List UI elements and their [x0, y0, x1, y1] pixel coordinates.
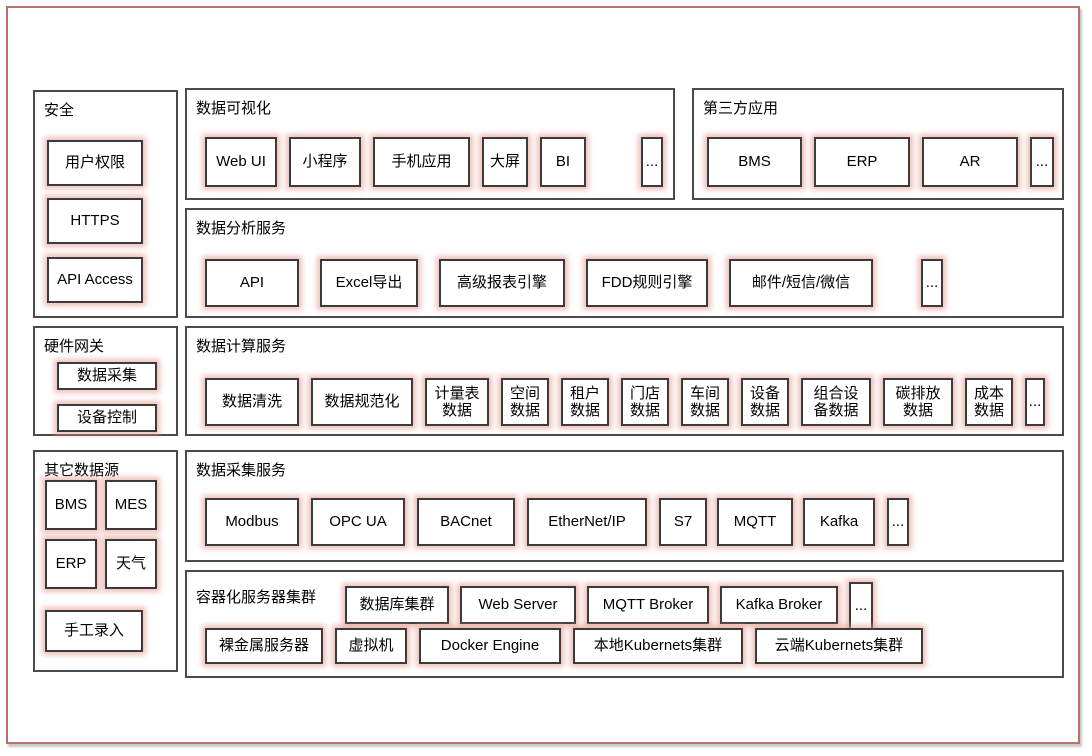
box-cost-data: 成本数据 — [965, 378, 1013, 426]
box-store-data: 门店数据 — [621, 378, 669, 426]
box-collection-ellipsis: ... — [887, 498, 909, 546]
box-docker-engine: Docker Engine — [419, 628, 561, 664]
section-other-sources-title: 其它数据源 — [44, 462, 120, 479]
section-analysis-title: 数据分析服务 — [196, 220, 287, 237]
box-third-party-ellipsis: ... — [1030, 137, 1054, 187]
box-space-data: 空间数据 — [501, 378, 549, 426]
box-big-screen: 大屏 — [482, 137, 528, 187]
box-mobile-app: 手机应用 — [373, 137, 470, 187]
box-report-engine: 高级报表引擎 — [439, 259, 565, 307]
box-modbus: Modbus — [205, 498, 299, 546]
box-fdd-rule-engine: FDD规则引擎 — [586, 259, 708, 307]
box-bacnet: BACnet — [417, 498, 515, 546]
box-data-normalization: 数据规范化 — [311, 378, 413, 426]
box-mqtt-broker: MQTT Broker — [587, 586, 709, 624]
section-third-party: 第三方应用 BMS ERP AR ... — [692, 88, 1064, 200]
section-cluster-title: 容器化服务器集群 — [196, 589, 317, 606]
box-data-cleaning: 数据清洗 — [205, 378, 299, 426]
box-ar: AR — [922, 137, 1018, 187]
section-computing: 数据计算服务 数据清洗 数据规范化 计量表数据 空间数据 租户数据 门店数据 车… — [185, 326, 1064, 436]
box-visualization-ellipsis: ... — [641, 137, 663, 187]
section-security-title: 安全 — [44, 102, 75, 119]
section-visualization-title: 数据可视化 — [196, 100, 272, 117]
box-device-control: 设备控制 — [57, 404, 157, 432]
box-excel-export: Excel导出 — [320, 259, 418, 307]
section-gateway: 硬件网关 数据采集 设备控制 — [33, 326, 178, 436]
box-weather-source: 天气 — [105, 539, 157, 589]
section-analysis: 数据分析服务 API Excel导出 高级报表引擎 FDD规则引擎 邮件/短信/… — [185, 208, 1064, 318]
box-composite-device-data: 组合设备数据 — [801, 378, 871, 426]
section-collection-title: 数据采集服务 — [196, 462, 287, 479]
box-web-ui: Web UI — [205, 137, 277, 187]
box-cluster-ellipsis: ... — [849, 582, 873, 630]
box-bms-app: BMS — [707, 137, 802, 187]
box-kafka-broker: Kafka Broker — [720, 586, 838, 624]
box-ethernet-ip: EtherNet/IP — [527, 498, 647, 546]
box-manual-entry: 手工录入 — [45, 610, 143, 652]
box-mail-sms-wechat: 邮件/短信/微信 — [729, 259, 873, 307]
box-api: API — [205, 259, 299, 307]
box-carbon-data: 碳排放数据 — [883, 378, 953, 426]
section-computing-title: 数据计算服务 — [196, 338, 287, 355]
box-erp-app: ERP — [814, 137, 910, 187]
box-data-acquisition: 数据采集 — [57, 362, 157, 390]
box-mqtt: MQTT — [717, 498, 793, 546]
box-https: HTTPS — [47, 198, 143, 244]
box-mini-program: 小程序 — [289, 137, 361, 187]
section-collection: 数据采集服务 Modbus OPC UA BACnet EtherNet/IP … — [185, 450, 1064, 562]
box-mes-source: MES — [105, 480, 157, 530]
box-kafka: Kafka — [803, 498, 875, 546]
box-opc-ua: OPC UA — [311, 498, 405, 546]
box-device-data: 设备数据 — [741, 378, 789, 426]
section-visualization: 数据可视化 Web UI 小程序 手机应用 大屏 BI ... — [185, 88, 675, 200]
section-gateway-title: 硬件网关 — [44, 338, 105, 355]
box-computing-ellipsis: ... — [1025, 378, 1045, 426]
section-other-sources: 其它数据源 BMS MES ERP 天气 手工录入 — [33, 450, 178, 672]
box-local-kubernets: 本地Kubernets集群 — [573, 628, 743, 664]
box-analysis-ellipsis: ... — [921, 259, 943, 307]
box-bms-source: BMS — [45, 480, 97, 530]
box-s7: S7 — [659, 498, 707, 546]
section-cluster: 容器化服务器集群 数据库集群 Web Server MQTT Broker Ka… — [185, 570, 1064, 678]
box-web-server: Web Server — [460, 586, 576, 624]
box-bi: BI — [540, 137, 586, 187]
box-meter-data: 计量表数据 — [425, 378, 489, 426]
section-third-party-title: 第三方应用 — [703, 100, 779, 117]
section-security: 安全 用户权限 HTTPS API Access — [33, 90, 178, 318]
box-bare-metal-server: 裸金属服务器 — [205, 628, 323, 664]
box-erp-source: ERP — [45, 539, 97, 589]
box-api-access: API Access — [47, 257, 143, 303]
box-cloud-kubernets: 云端Kubernets集群 — [755, 628, 923, 664]
box-user-permission: 用户权限 — [47, 140, 143, 186]
box-virtual-machine: 虚拟机 — [335, 628, 407, 664]
box-tenant-data: 租户数据 — [561, 378, 609, 426]
box-workshop-data: 车间数据 — [681, 378, 729, 426]
box-database-cluster: 数据库集群 — [345, 586, 449, 624]
